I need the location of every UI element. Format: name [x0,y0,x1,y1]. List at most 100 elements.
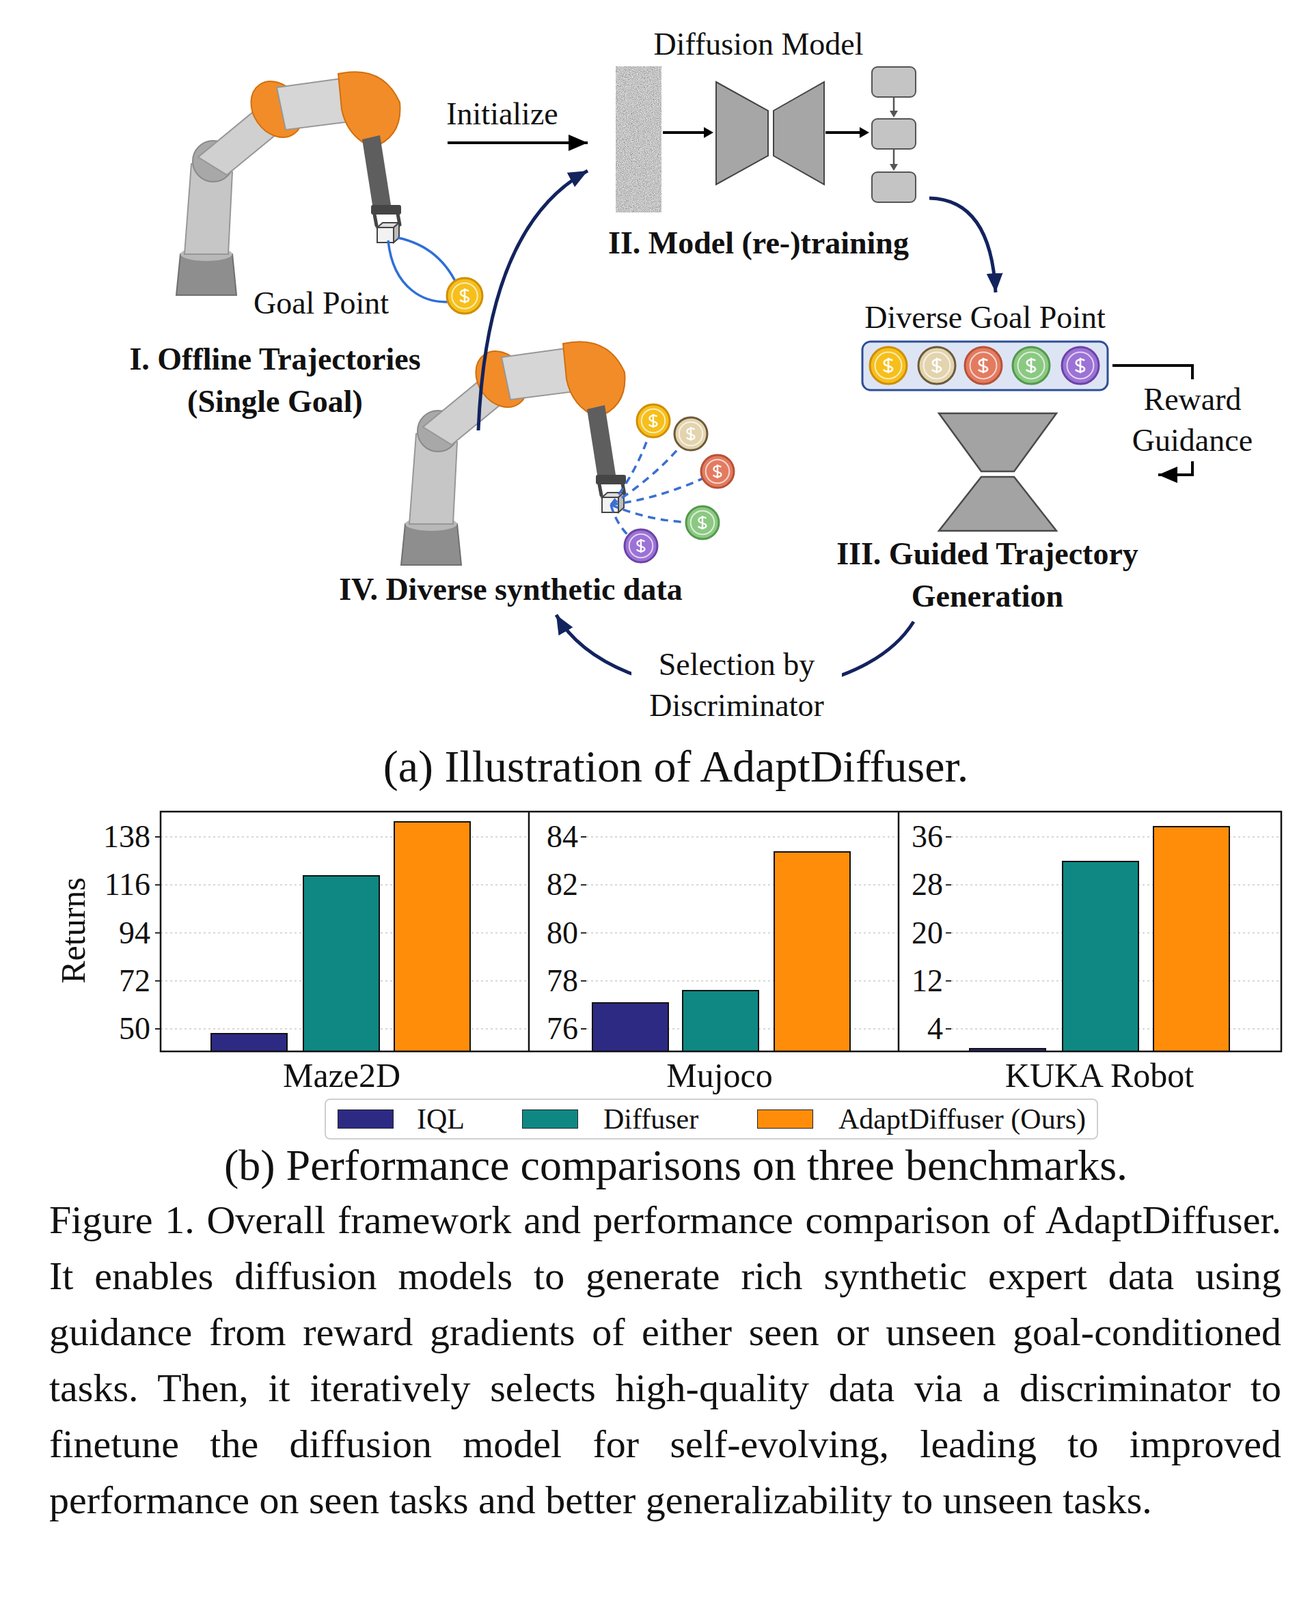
coin-body [674,417,708,451]
diffusion-model-icon [615,66,916,213]
diffusion-model-icon [859,127,870,139]
coin-icon [964,347,1002,385]
diffusion-model-icon [615,66,662,213]
legend-box: IQL Diffuser AdaptDiffuser (Ours) [324,1098,1099,1140]
node-text: IV. Diverse synthetic data [338,568,683,611]
coin-rim [679,422,704,447]
flow-arrow [447,141,588,145]
tick-mark [945,1028,952,1030]
grid-line [951,836,1282,838]
coin-icon [869,347,907,385]
stage-node: I. Offline Trajectories (Single Goal) [102,54,448,428]
diffusion-model-icon [893,148,896,165]
hourglass-generator [938,476,1057,531]
text-label: (b) Performance comparisons on three ben… [224,1140,1128,1192]
tick-label: 28 [911,867,943,904]
bar [774,852,851,1052]
tick-label: 84 [546,819,579,856]
edge-label: Initialize [443,93,561,135]
coin-body [636,404,670,438]
stage-node: III. Guided Trajectory Generation [816,410,1159,622]
coin-mark [636,539,646,553]
panel-divider [528,811,531,1052]
coin-mark [649,414,658,428]
node-text: III. Guided Trajectory Generation [823,533,1152,618]
diffusion-model-icon [871,118,916,149]
stage-node: Diverse Goal Point [857,292,1113,393]
tick-label: 72 [118,962,151,1000]
tick-label: 50 [118,1011,151,1048]
text-label: Maze2D [282,1056,401,1097]
tick-mark [580,932,587,935]
robot-arm [401,340,626,566]
diffusion-model-icon [716,82,769,185]
grid-line [586,980,899,982]
coin-body [446,278,483,314]
bar [211,1033,287,1052]
coin-rim [923,352,951,380]
grid-line [586,836,899,838]
coin-icon [636,404,670,438]
bar [1153,826,1230,1052]
text-label: Returns [53,877,94,984]
legend-text: Diffuser [603,1100,699,1139]
grid-line [586,884,899,887]
diffusion-model-icon [889,110,898,118]
tick-label: 78 [546,962,579,1000]
coin-body [964,347,1002,385]
legend-text: AdaptDiffuser (Ours) [838,1100,1086,1139]
tick-mark [945,836,952,838]
diffusion-model-icon [871,66,916,98]
tick-label: 4 [927,1011,943,1048]
coin-body [701,455,734,488]
coin-rim [629,534,654,559]
node-text: Diffusion Model [653,23,864,66]
coin-mark [686,427,695,441]
text-label: Mujoco [666,1056,773,1097]
chart-frame [160,811,1282,1052]
coin-body [1012,347,1050,385]
legend-swatch [757,1109,814,1129]
coin-rim [1018,352,1045,380]
tick-mark [580,884,587,886]
node-text: I. Offline Trajectories (Single Goal) [107,338,443,423]
diffusion-model-icon [703,127,714,139]
legend-swatch [522,1109,579,1129]
coin-rim [705,459,730,484]
coin-body [918,347,956,385]
coin-rim [1067,352,1095,380]
goal-trajectory [397,237,460,290]
grid-line [160,836,529,838]
stage-node: Diffusion ModelII. Model (re-)training [587,19,930,269]
coin-mark [459,288,469,303]
tick-label: 12 [911,962,943,1000]
coin-rim [451,282,477,309]
diffusion-model-icon [615,66,662,213]
coin-body [1061,347,1099,385]
text-label: (a) Illustration of AdaptDiffuser. [383,740,969,793]
text-label: KUKA Robot [1005,1056,1194,1097]
edge-label: Selection by Discriminator [631,644,842,727]
bar [592,1003,669,1052]
tick-mark [945,932,952,935]
flow-arrow [478,170,588,431]
coin-rim [641,409,666,434]
legend-text: IQL [416,1100,465,1139]
hourglass-generator [938,413,1057,531]
coin-rim [690,511,715,536]
panel-divider [897,811,900,1052]
coin-body [686,506,719,540]
tick-mark [945,884,952,886]
robot-arm [176,71,402,296]
diffusion-model-icon [893,97,896,112]
tick-label: 76 [546,1011,579,1048]
diffusion-model-icon [773,82,825,185]
coin-icon [918,347,956,385]
coin-icon [674,417,708,451]
edge-label: Reward Guidance [1117,379,1267,462]
legend-swatch [337,1109,394,1129]
tick-label: 36 [911,819,943,856]
diffusion-model-icon [889,164,898,171]
hourglass-generator [938,413,1057,472]
node-text: II. Model (re-)training [608,222,909,265]
